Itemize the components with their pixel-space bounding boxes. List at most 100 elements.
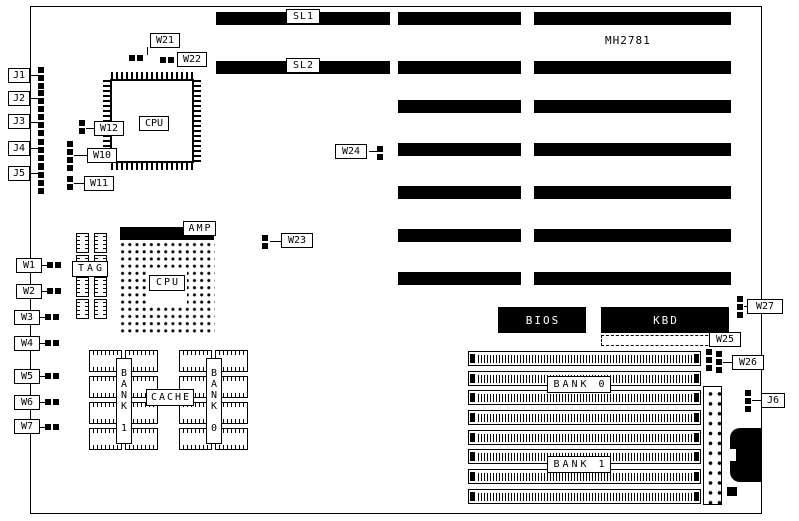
keyboard-din-notch bbox=[730, 449, 736, 461]
w23-jumper bbox=[262, 235, 268, 249]
label-cpu-qfp: CPU bbox=[139, 116, 169, 131]
label-j1: J1 bbox=[8, 68, 30, 83]
w3-jumper bbox=[45, 314, 59, 320]
label-w7: W7 bbox=[14, 419, 40, 434]
label-w3: W3 bbox=[14, 310, 40, 325]
kbd-chip: KBD bbox=[601, 307, 729, 333]
label-j4: J4 bbox=[8, 141, 30, 156]
isa-slot-bar bbox=[534, 12, 731, 25]
isa-slot-bar bbox=[398, 61, 521, 74]
board-part-number: MH2781 bbox=[605, 34, 651, 47]
isa-slot-bar bbox=[398, 100, 521, 113]
j4-pin-header bbox=[38, 139, 44, 169]
power-connector bbox=[703, 386, 722, 505]
label-w27: W27 bbox=[747, 299, 783, 314]
cache-chip bbox=[215, 428, 248, 450]
label-w5: W5 bbox=[14, 369, 40, 384]
label-w23: W23 bbox=[281, 233, 313, 248]
j5-pin-header bbox=[38, 164, 44, 194]
label-tag: TAG bbox=[72, 261, 108, 277]
w27-jumper bbox=[737, 296, 743, 318]
isa-slot-bar bbox=[534, 229, 731, 242]
cache-chip bbox=[179, 428, 212, 450]
label-cache-bank1: BANK 1 bbox=[116, 358, 132, 444]
w26-jumper bbox=[716, 351, 722, 373]
isa-slot-bar bbox=[534, 61, 731, 74]
leader-line bbox=[40, 343, 45, 344]
w24-jumper bbox=[377, 146, 383, 160]
qfp-cpu-chip bbox=[103, 72, 201, 170]
leader-line bbox=[723, 362, 732, 363]
cache-chip bbox=[215, 376, 248, 398]
cache-chip bbox=[89, 350, 122, 372]
label-slot-sl1: SL1 bbox=[286, 9, 320, 24]
leader-line bbox=[42, 265, 47, 266]
label-w1: W1 bbox=[16, 258, 42, 273]
simm-socket bbox=[468, 351, 701, 366]
tag-chip bbox=[76, 277, 89, 297]
label-w11: W11 bbox=[84, 176, 114, 191]
leader-line bbox=[147, 47, 148, 55]
w22-jumper bbox=[160, 57, 174, 63]
cache-chip bbox=[179, 350, 212, 372]
leader-line bbox=[40, 317, 45, 318]
tag-chip bbox=[76, 299, 89, 319]
label-w25: W25 bbox=[709, 332, 741, 347]
simm-socket bbox=[468, 430, 701, 445]
leader-line bbox=[744, 306, 748, 307]
w11-jumper bbox=[67, 176, 73, 190]
leader-line bbox=[270, 241, 281, 242]
label-slot-sl2: SL2 bbox=[286, 58, 320, 73]
cache-chip bbox=[89, 428, 122, 450]
w1-jumper bbox=[47, 262, 61, 268]
label-w6: W6 bbox=[14, 395, 40, 410]
leader-line bbox=[74, 155, 87, 156]
label-w12: W12 bbox=[94, 121, 124, 136]
j6-pin-header bbox=[745, 390, 751, 412]
j3-pin-header bbox=[38, 114, 44, 136]
cache-chip bbox=[179, 402, 212, 424]
j2-pin-header bbox=[38, 90, 44, 112]
label-w10: W10 bbox=[87, 148, 117, 163]
label-cpu-socket: CPU bbox=[149, 275, 185, 291]
tag-chip bbox=[94, 277, 107, 297]
label-j5: J5 bbox=[8, 166, 30, 181]
leader-line bbox=[30, 148, 38, 149]
leader-line bbox=[74, 183, 84, 184]
leader-line bbox=[40, 376, 45, 377]
isa-slot-bar bbox=[534, 143, 731, 156]
edge-component bbox=[727, 487, 737, 496]
leader-line bbox=[30, 98, 38, 99]
leader-line bbox=[40, 427, 45, 428]
tag-chip bbox=[94, 233, 107, 253]
isa-slot-bar bbox=[534, 186, 731, 199]
w10-jumper bbox=[67, 141, 73, 171]
w5-jumper bbox=[45, 373, 59, 379]
label-simm-bank1: BANK 1 bbox=[547, 456, 611, 473]
leader-line bbox=[40, 402, 45, 403]
label-j3: J3 bbox=[8, 114, 30, 129]
bios-chip: BIOS bbox=[498, 307, 586, 333]
label-w26: W26 bbox=[732, 355, 764, 370]
leader-line bbox=[752, 400, 761, 401]
label-j6: J6 bbox=[761, 393, 785, 408]
w4-jumper bbox=[45, 340, 59, 346]
label-j2: J2 bbox=[8, 91, 30, 106]
w21-jumper bbox=[129, 55, 143, 61]
label-w24: W24 bbox=[335, 144, 367, 159]
leader-line bbox=[42, 291, 47, 292]
leader-line bbox=[30, 122, 38, 123]
tag-chip bbox=[76, 233, 89, 253]
cache-chip bbox=[125, 428, 158, 450]
leader-line bbox=[30, 75, 38, 76]
label-cache-bank0: BANK 0 bbox=[206, 358, 222, 444]
cache-chip bbox=[125, 402, 158, 424]
j1-pin-header bbox=[38, 67, 44, 89]
label-w21: W21 bbox=[150, 33, 180, 48]
isa-slot-bar bbox=[398, 272, 521, 285]
isa-slot-bar bbox=[398, 12, 521, 25]
isa-slot-bar bbox=[398, 186, 521, 199]
w2-jumper bbox=[47, 288, 61, 294]
w7-jumper bbox=[45, 424, 59, 430]
